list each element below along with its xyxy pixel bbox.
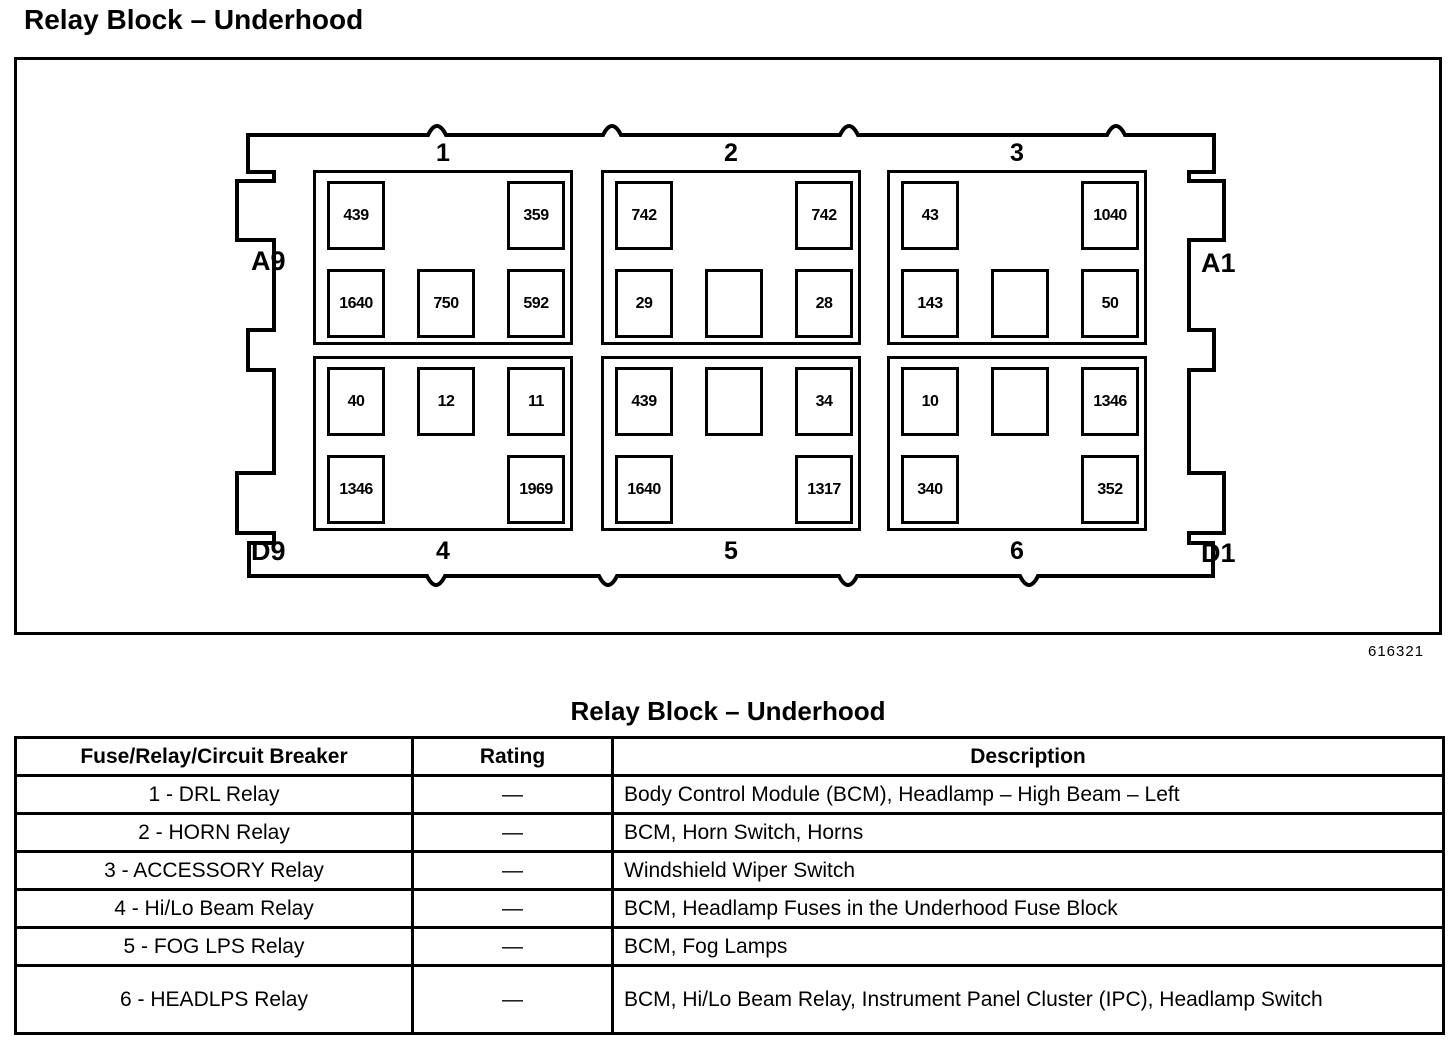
- cell-name: 6 - HEADLPS Relay: [14, 964, 414, 1035]
- diagram-figure: A9 A1 D9 D1 1 439 359 1640 750 592 2 742…: [14, 57, 1442, 635]
- relay-cavity: 742: [795, 181, 853, 250]
- header-description: Description: [611, 736, 1445, 777]
- relay-cavity: [991, 269, 1049, 338]
- relay-section-6: 6 10 1346 340 352: [887, 356, 1147, 565]
- cell-name: 4 - Hi/Lo Beam Relay: [14, 888, 414, 929]
- header-rating: Rating: [411, 736, 614, 777]
- relay-cavity: 352: [1081, 455, 1139, 524]
- relay-cavity: 143: [901, 269, 959, 338]
- relay-cavity: 742: [615, 181, 673, 250]
- table-row: 2 - HORN Relay — BCM, Horn Switch, Horns: [14, 812, 1445, 853]
- relay-cavity: [705, 269, 763, 338]
- table-header-row: Fuse/Relay/Circuit Breaker Rating Descri…: [14, 736, 1445, 777]
- description-text: BCM, Fog Lamps: [624, 934, 788, 958]
- relay-table: Fuse/Relay/Circuit Breaker Rating Descri…: [14, 736, 1445, 1035]
- relay-section-4: 4 40 12 11 1346 1969: [313, 356, 573, 565]
- relay-cavity: 12: [417, 367, 475, 436]
- relay-cavity: 439: [615, 367, 673, 436]
- relay-section-1: 1 439 359 1640 750 592: [313, 139, 573, 345]
- cell-name: 5 - FOG LPS Relay: [14, 926, 414, 967]
- section-number: 3: [1010, 139, 1024, 167]
- connector-label-a9: A9: [251, 246, 286, 276]
- section-number: 4: [436, 537, 450, 565]
- page-title: Relay Block – Underhood: [24, 4, 364, 35]
- section-number: 1: [436, 139, 450, 167]
- relay-cavity: 1346: [327, 455, 385, 524]
- relay-cavity: 1317: [795, 455, 853, 524]
- relay-section-3: 3 43 1040 143 50: [887, 139, 1147, 345]
- relay-cavity: 1346: [1081, 367, 1139, 436]
- relay-cavity: 750: [417, 269, 475, 338]
- cell-rating: —: [411, 926, 614, 967]
- header-fuse-relay-circuit-breaker: Fuse/Relay/Circuit Breaker: [14, 736, 414, 777]
- relay-cavity: 359: [507, 181, 565, 250]
- cell-description: BCM, Horn Switch, Horns: [611, 812, 1445, 853]
- cell-description: Body Control Module (BCM), Headlamp – Hi…: [611, 774, 1445, 815]
- relay-cavity: 34: [795, 367, 853, 436]
- table-row: 5 - FOG LPS Relay — BCM, Fog Lamps: [14, 926, 1445, 967]
- relay-cavity: 10: [901, 367, 959, 436]
- relay-cavity: 439: [327, 181, 385, 250]
- relay-cavity: 40: [327, 367, 385, 436]
- cell-name: 1 - DRL Relay: [14, 774, 414, 815]
- relay-cavity: 28: [795, 269, 853, 338]
- relay-cavity: 29: [615, 269, 673, 338]
- relay-cavity: [991, 367, 1049, 436]
- cell-rating: —: [411, 812, 614, 853]
- relay-block-outline: [235, 124, 1226, 587]
- connector-label-d9: D9: [251, 536, 286, 566]
- cell-rating: —: [411, 888, 614, 929]
- cell-rating: —: [411, 850, 614, 891]
- description-text: Windshield Wiper Switch: [624, 858, 856, 882]
- cell-description: BCM, Hi/Lo Beam Relay, Instrument Panel …: [611, 964, 1445, 1035]
- description-text: Body Control Module (BCM), Headlamp – Hi…: [624, 782, 1180, 806]
- relay-cavity: [705, 367, 763, 436]
- cell-name: 3 - ACCESSORY Relay: [14, 850, 414, 891]
- relay-section-5: 5 439 34 1640 1317: [601, 356, 861, 565]
- description-text: BCM, Headlamp Fuses in the Underhood Fus…: [624, 896, 1118, 920]
- section-number: 5: [724, 537, 738, 565]
- relay-cavity: 11: [507, 367, 565, 436]
- relay-cavity: 43: [901, 181, 959, 250]
- table-title: Relay Block – Underhood: [570, 696, 886, 726]
- description-text: BCM, Horn Switch, Horns: [624, 820, 864, 844]
- cell-name: 2 - HORN Relay: [14, 812, 414, 853]
- cell-description: Windshield Wiper Switch: [611, 850, 1445, 891]
- table-row: 3 - ACCESSORY Relay — Windshield Wiper S…: [14, 850, 1445, 891]
- table-row: 6 - HEADLPS Relay — BCM, Hi/Lo Beam Rela…: [14, 964, 1445, 1035]
- relay-cavity: 340: [901, 455, 959, 524]
- table-row: 4 - Hi/Lo Beam Relay — BCM, Headlamp Fus…: [14, 888, 1445, 929]
- cell-description: BCM, Fog Lamps: [611, 926, 1445, 967]
- relay-cavity: 1640: [615, 455, 673, 524]
- table-row: 1 - DRL Relay — Body Control Module (BCM…: [14, 774, 1445, 815]
- section-number: 6: [1010, 537, 1024, 565]
- relay-cavity: 50: [1081, 269, 1139, 338]
- cell-rating: —: [411, 964, 614, 1035]
- relay-cavity: 592: [507, 269, 565, 338]
- cell-description: BCM, Headlamp Fuses in the Underhood Fus…: [611, 888, 1445, 929]
- description-text: BCM, Hi/Lo Beam Relay, Instrument Panel …: [624, 987, 1323, 1011]
- section-number: 2: [724, 139, 738, 167]
- connector-label-d1: D1: [1201, 538, 1236, 568]
- relay-cavity: 1040: [1081, 181, 1139, 250]
- cell-rating: —: [411, 774, 614, 815]
- relay-cavity: 1969: [507, 455, 565, 524]
- figure-reference-number: 616321: [1368, 643, 1425, 660]
- relay-section-2: 2 742 742 29 28: [601, 139, 861, 345]
- connector-label-a1: A1: [1201, 248, 1236, 278]
- relay-cavity: 1640: [327, 269, 385, 338]
